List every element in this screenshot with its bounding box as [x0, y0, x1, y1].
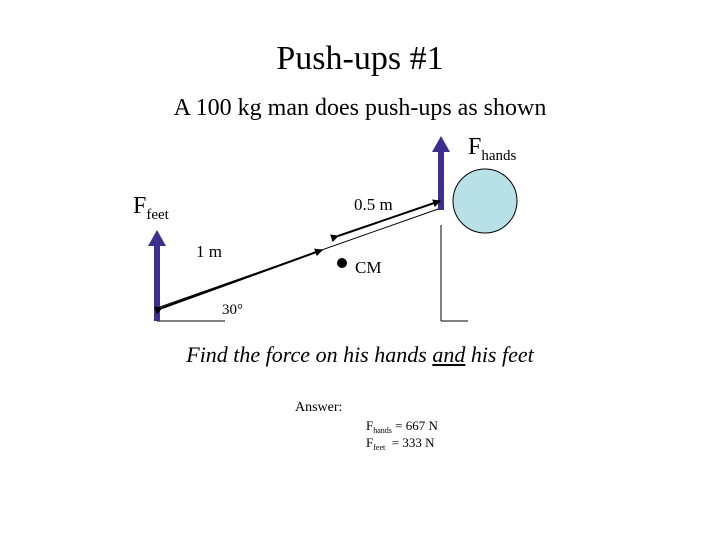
- force-feet-head: [148, 230, 166, 246]
- question-text: Find the force on his hands and his feet: [0, 342, 720, 368]
- question-before: Find the force on his hands: [186, 342, 433, 367]
- answer-hands-symbol: F: [366, 418, 374, 433]
- force-feet-subscript: feet: [146, 207, 169, 223]
- force-hands-label: Fhands: [468, 134, 517, 164]
- answer-feet-subscript: feet: [373, 443, 386, 452]
- force-feet-symbol: F: [133, 193, 147, 219]
- answer-label: Answer:: [295, 400, 343, 415]
- dim-arrow-1m: [154, 248, 323, 315]
- answer-hands-value: = 667 N: [391, 418, 438, 433]
- force-hands-head: [432, 136, 450, 152]
- subtitle: A 100 kg man does push-ups as shown: [173, 95, 547, 121]
- force-feet-label: Ffeet: [133, 193, 169, 223]
- head-circle: [452, 168, 518, 234]
- force-hands-arrow: [432, 136, 450, 210]
- force-hands-subscript: hands: [481, 148, 517, 164]
- length-half-meter: 0.5 m: [354, 195, 393, 214]
- answer-hands: Fhands = 667 N: [366, 418, 438, 435]
- page-title: Push-ups #1: [276, 40, 444, 77]
- answer-feet-value: = 333 N: [385, 435, 435, 450]
- length-one-meter: 1 m: [196, 242, 222, 261]
- angle-label: 30°: [222, 302, 243, 318]
- answer-feet: Ffeet = 333 N: [366, 435, 435, 452]
- cm-label: CM: [355, 258, 382, 277]
- cm-dot: [337, 258, 347, 268]
- force-hands-symbol: F: [468, 134, 482, 160]
- answer-feet-symbol: F: [366, 435, 374, 450]
- dim-arrow-half: [330, 199, 441, 243]
- answer-hands-subscript: hands: [373, 426, 392, 435]
- question-after: his feet: [465, 342, 534, 367]
- question-underlined: and: [432, 342, 466, 367]
